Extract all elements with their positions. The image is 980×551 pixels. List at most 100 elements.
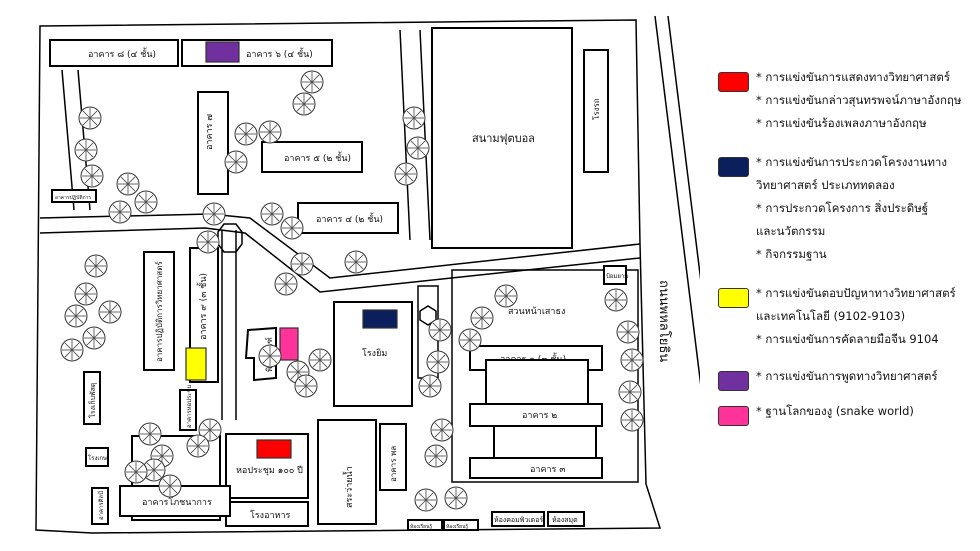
tree-icon <box>414 488 438 512</box>
marker-purple[interactable] <box>205 41 240 63</box>
legend-item: * การแข่งขันร้องเพลงภาษาอังกฤษ <box>756 116 927 130</box>
tree-icon <box>424 444 448 468</box>
tree-icon <box>186 434 210 458</box>
legend-item: และนวัตกรรม <box>756 224 826 238</box>
legend-item: * การประกวดโครงการ สิ่งประดิษฐ์ <box>756 201 929 215</box>
tree-icon <box>308 348 332 372</box>
building-3[interactable] <box>469 457 603 479</box>
football-field-label: สนามฟุตบอล <box>472 132 535 145</box>
tree-icon <box>616 320 640 344</box>
building-8[interactable] <box>49 39 179 67</box>
legend-item: * การแข่งขันการแสดงทางวิทยาศาสตร์ <box>756 70 951 84</box>
marker-pink[interactable] <box>279 327 299 361</box>
tree-icon <box>426 350 450 374</box>
building-2-label: อาคาร ๒ <box>522 411 557 421</box>
legend-group-navy: * การแข่งขันการประกวดโครงงานทาง วิทยาศาส… <box>716 151 974 266</box>
tree-icon <box>138 422 162 446</box>
marker-red[interactable] <box>256 439 292 459</box>
legend-swatch-purple <box>718 371 749 391</box>
tree-icon <box>124 460 148 484</box>
tree-icon <box>418 374 442 398</box>
marker-navy[interactable] <box>362 309 398 329</box>
tree-icon <box>618 380 642 404</box>
tree-icon <box>494 284 518 308</box>
gazebo-octagon <box>217 223 243 253</box>
shop-2[interactable] <box>443 519 479 531</box>
hall-label: หอประชุม ๑๐๐ ปี <box>236 465 303 476</box>
legend: * การแข่งขันการแสดงทางวิทยาศาสตร์ * การแ… <box>716 66 974 426</box>
computer-room[interactable] <box>491 511 545 527</box>
road-label: ถนนพหลโยธิน <box>656 280 672 362</box>
tree-icon <box>234 122 258 146</box>
tree-icon <box>158 474 182 498</box>
tree-icon <box>78 106 102 130</box>
storage-building[interactable] <box>83 371 101 425</box>
flag-courtyard <box>451 269 639 483</box>
tree-icon <box>202 202 226 226</box>
tree-icon <box>444 486 468 510</box>
tree-icon <box>82 326 106 350</box>
agri-label: โรงเกษ <box>88 454 107 462</box>
legend-group-purple: * การแข่งขันการพูดทางวิทยาศาสตร์ <box>716 365 974 391</box>
canteen-label: โรงอาหาร <box>250 510 291 521</box>
building-9-label: อาคาร ๙ (๓ ชั้น) <box>196 273 209 340</box>
tree-icon <box>470 306 494 330</box>
small-left-building[interactable] <box>51 189 97 203</box>
shop-1[interactable] <box>407 519 443 531</box>
tree-icon <box>260 202 284 226</box>
legend-group-red: * การแข่งขันการแสดงทางวิทยาศาสตร์ * การแ… <box>716 66 974 135</box>
small-left-building-label: อาคารปฏิบัติการ <box>55 194 91 201</box>
hall-annex-label: อาคารหอประชุม <box>186 385 193 428</box>
marker-yellow[interactable] <box>185 347 207 381</box>
art-building[interactable] <box>91 487 109 525</box>
gym-label: โรงยิม <box>362 348 387 359</box>
library[interactable] <box>547 511 585 527</box>
tree-icon <box>290 252 314 276</box>
tree-icon <box>458 328 482 352</box>
road-edge-left <box>654 15 700 385</box>
tree-icon <box>280 216 304 240</box>
building-4-label: อาคาร ๔ (๒ ชั้น) <box>316 212 383 225</box>
library-label: ห้องสมุด <box>552 516 578 524</box>
tree-icon <box>428 318 452 342</box>
science-lab-label: อาคารปฏิบัติการวิทยาศาสตร์ <box>154 261 164 362</box>
legend-swatch-red <box>718 72 749 92</box>
legend-item: * การแข่งขันตอบปัญหาทางวิทยาศาสตร์ <box>756 286 956 300</box>
tree-icon <box>80 164 104 188</box>
shop-1-label: ห้องเรียนรู้ <box>410 523 432 530</box>
assembly-hall[interactable] <box>225 433 309 499</box>
internal-road-south <box>39 227 641 293</box>
building-7[interactable] <box>197 91 229 195</box>
football-field[interactable] <box>431 27 573 249</box>
tree-icon <box>344 250 368 274</box>
hall-annex[interactable] <box>179 389 197 431</box>
tree-icon <box>84 254 108 278</box>
shop-2-label: ห้องเรียนรู้ <box>446 523 468 530</box>
tree-icon <box>274 272 298 296</box>
building-5[interactable] <box>261 141 363 173</box>
agri-building[interactable] <box>85 447 109 467</box>
building-4[interactable] <box>297 202 399 234</box>
swimming-pool[interactable] <box>317 419 377 525</box>
tree-icon <box>402 106 426 130</box>
tree-icon <box>620 408 644 432</box>
garage[interactable] <box>583 49 609 173</box>
science-lab[interactable] <box>143 251 175 371</box>
internal-road-east <box>399 29 431 241</box>
flagpole-hexagon <box>419 305 437 326</box>
building-7-label: อาคาร ๗ <box>205 114 215 150</box>
tree-icon <box>74 282 98 306</box>
guard-post[interactable] <box>603 265 627 285</box>
pe-building[interactable] <box>379 423 407 491</box>
tree-icon <box>406 136 430 160</box>
pe-building-label: อาคาร พล <box>389 446 398 482</box>
tree-icon <box>394 162 418 186</box>
tree-icon <box>430 418 454 442</box>
tree-icon <box>64 304 88 328</box>
art-label: อาคารศิลป์ <box>97 491 105 520</box>
road-edge-right <box>667 15 700 281</box>
tree-icon <box>116 172 140 196</box>
legend-swatch-yellow <box>718 288 749 308</box>
tree-icon <box>604 288 628 312</box>
legend-group-pink: * ฐานโลกของงู (snake world) <box>716 400 974 426</box>
